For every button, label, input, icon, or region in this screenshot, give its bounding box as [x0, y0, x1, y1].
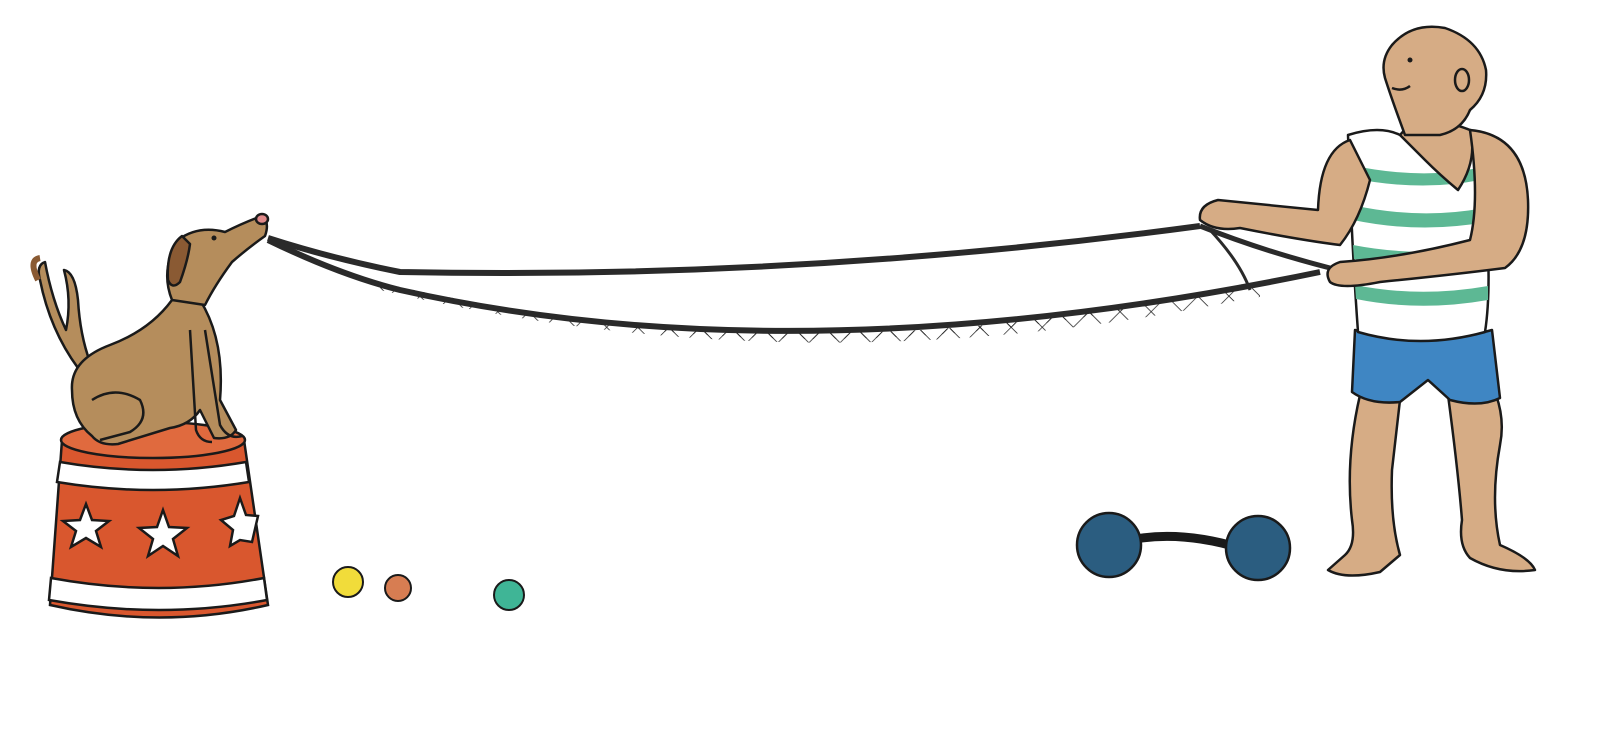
ball-orange [384, 574, 412, 602]
strongman [1198, 25, 1537, 577]
star-icon [135, 506, 191, 559]
dog [30, 212, 270, 446]
circus-pedestal [47, 420, 270, 619]
ball-yellow [332, 566, 364, 598]
ball-teal [493, 579, 525, 611]
star-icon [59, 500, 113, 550]
star-icon [218, 494, 260, 549]
dumbbell [1075, 511, 1292, 582]
